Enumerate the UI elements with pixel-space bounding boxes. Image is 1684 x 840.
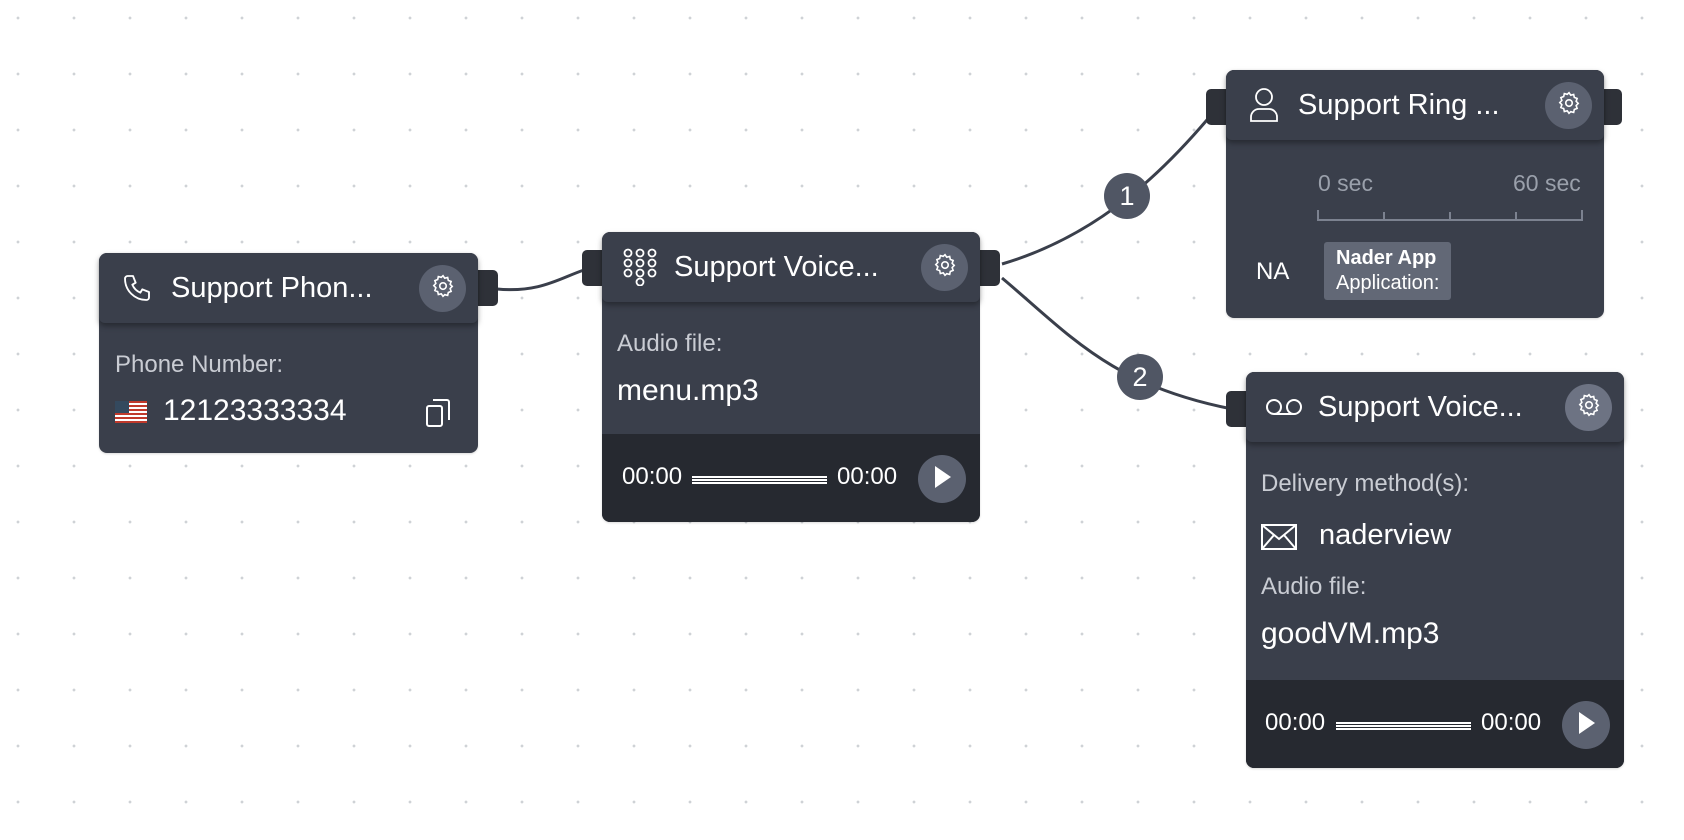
wire-menu-to-voicemail <box>1001 276 1233 411</box>
node-title: Support Voice... <box>674 250 879 283</box>
voice-menu-node[interactable]: Support Voice... Audio file: menu.mp3 00… <box>602 232 980 522</box>
node-title: Support Phon... <box>171 271 373 304</box>
audio-file-label: Audio file: <box>1261 573 1367 600</box>
total-time: 00:00 <box>837 463 898 490</box>
audio-player: 00:00 00:00 <box>1246 680 1624 768</box>
ring-member-label: NA <box>1256 258 1290 285</box>
progress-bar[interactable] <box>692 476 827 484</box>
phone-number-node[interactable]: Support Phon... Phone Number: <box>99 253 478 453</box>
progress-bar[interactable] <box>1336 722 1471 730</box>
voicemail-icon <box>1264 387 1304 427</box>
voicemail-node[interactable]: Support Voice... Delivery method(s): nad… <box>1246 372 1624 768</box>
us-flag-icon <box>115 401 147 428</box>
voicemail-input-port[interactable] <box>1226 391 1248 427</box>
node-header[interactable]: Support Ring ... <box>1226 70 1604 140</box>
copy-icon[interactable] <box>425 398 451 433</box>
ring-group-node[interactable]: Support Ring ... 0 sec 60 sec NA Nader A <box>1226 70 1604 318</box>
phone-output-port[interactable] <box>476 270 498 306</box>
node-title: Support Voice... <box>1318 390 1523 423</box>
audio-player: 00:00 00:00 <box>602 434 980 522</box>
gear-icon <box>430 273 456 304</box>
menu-input-port[interactable] <box>582 250 604 286</box>
app-name: Nader App <box>1336 247 1437 269</box>
settings-button[interactable] <box>419 265 466 312</box>
audio-file-value: menu.mp3 <box>617 374 759 407</box>
timeline-start-label: 0 sec <box>1318 170 1373 196</box>
settings-button[interactable] <box>921 244 968 291</box>
ring-output-port[interactable] <box>1600 89 1622 125</box>
ring-input-port[interactable] <box>1206 89 1228 125</box>
user-icon <box>1244 85 1284 125</box>
gear-icon <box>1576 392 1602 423</box>
ring-timeline-axis <box>1317 210 1583 221</box>
gear-icon <box>1556 90 1582 121</box>
branch-number: 2 <box>1132 361 1148 392</box>
play-icon <box>1576 711 1596 740</box>
current-time: 00:00 <box>1265 709 1326 736</box>
ring-app-chip: Nader App Application: <box>1324 242 1452 300</box>
total-time: 00:00 <box>1481 709 1542 736</box>
audio-file-value: goodVM.mp3 <box>1261 617 1440 650</box>
delivery-method-value: naderview <box>1319 519 1452 551</box>
settings-button[interactable] <box>1565 384 1612 431</box>
branch-badge-2: 2 <box>1117 354 1163 400</box>
play-button[interactable] <box>1562 701 1610 749</box>
envelope-icon <box>1261 524 1297 555</box>
current-time: 00:00 <box>622 463 683 490</box>
branch-number: 1 <box>1119 180 1135 211</box>
app-type: Application: <box>1336 272 1440 294</box>
node-header[interactable]: Support Phon... <box>99 253 478 323</box>
gear-icon <box>932 252 958 283</box>
node-title: Support Ring ... <box>1298 88 1500 121</box>
play-icon <box>932 465 952 494</box>
branch-badge-1: 1 <box>1104 173 1150 219</box>
audio-file-label: Audio file: <box>617 330 723 357</box>
play-button[interactable] <box>918 455 966 503</box>
phone-number-value: 12123333334 <box>163 394 347 427</box>
phone-icon <box>117 268 157 308</box>
node-header[interactable]: Support Voice... <box>1246 372 1624 442</box>
settings-button[interactable] <box>1545 82 1592 129</box>
phone-number-label: Phone Number: <box>115 351 284 378</box>
delivery-methods-label: Delivery method(s): <box>1261 470 1470 497</box>
menu-output-port[interactable] <box>978 250 1000 286</box>
node-header[interactable]: Support Voice... <box>602 232 980 302</box>
wire-phone-to-menu <box>496 268 585 292</box>
keypad-icon <box>620 247 660 287</box>
timeline-end-label: 60 sec <box>1513 170 1581 196</box>
